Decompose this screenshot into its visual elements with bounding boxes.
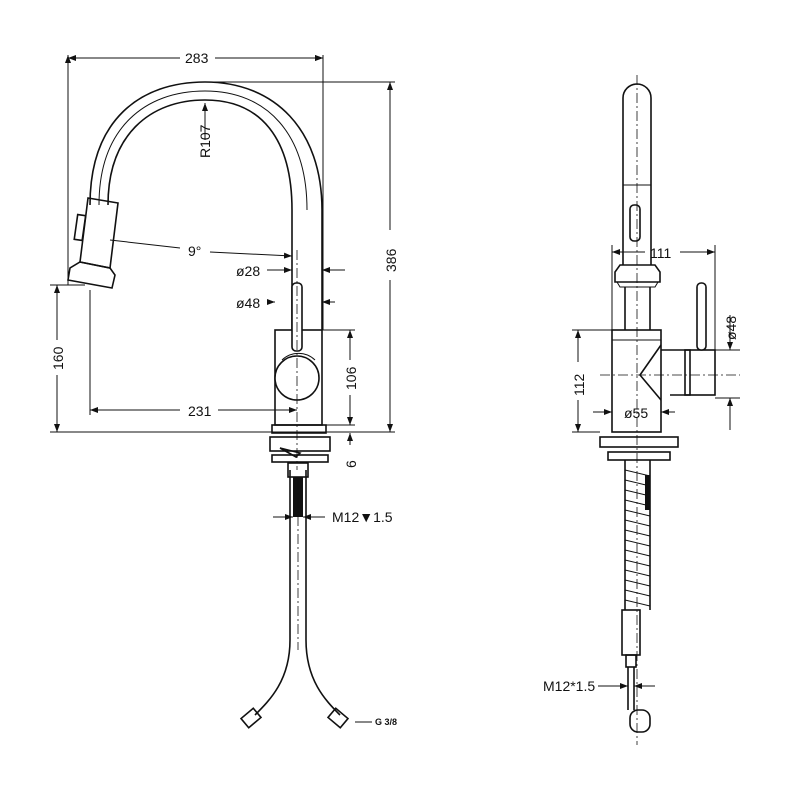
front-thread-label: M12▼1.5 <box>332 509 393 525</box>
base-dim: 6 <box>343 460 359 468</box>
height-dim: 386 <box>383 248 399 272</box>
hose-connector-label: G 3/8 <box>375 717 397 727</box>
width-dim: 283 <box>185 50 209 66</box>
dimensions: 283 R107 9° ø28 ø48 386 160 231 106 6 <box>50 48 399 727</box>
spray-head <box>67 197 119 289</box>
side-body-height-dim: 112 <box>571 373 587 396</box>
spray-height-dim: 160 <box>50 346 66 370</box>
side-depth-dim: 111 <box>650 245 671 261</box>
side-view: 111 ø48 112 ø55 M12*1.5 <box>543 75 740 745</box>
side-hose <box>621 75 651 745</box>
front-view: 283 R107 9° ø28 ø48 386 160 231 106 6 <box>50 48 399 729</box>
side-body-diameter: ø55 <box>624 405 648 421</box>
angle-dim: 9° <box>188 243 201 259</box>
spout <box>89 81 323 330</box>
faucet-body <box>269 282 331 517</box>
body-diameter: ø48 <box>236 295 260 311</box>
radius-dim: R107 <box>197 124 213 158</box>
side-spout <box>614 83 661 330</box>
handle-diameter: ø48 <box>723 316 739 340</box>
supply-hoses <box>239 470 350 729</box>
side-thread-label: M12*1.5 <box>543 678 595 694</box>
side-body <box>599 282 740 461</box>
reach-dim: 231 <box>188 403 212 419</box>
body-height-dim: 106 <box>343 366 359 390</box>
side-dimensions: 111 ø48 112 ø55 M12*1.5 <box>543 245 740 694</box>
spout-diameter: ø28 <box>236 263 260 279</box>
